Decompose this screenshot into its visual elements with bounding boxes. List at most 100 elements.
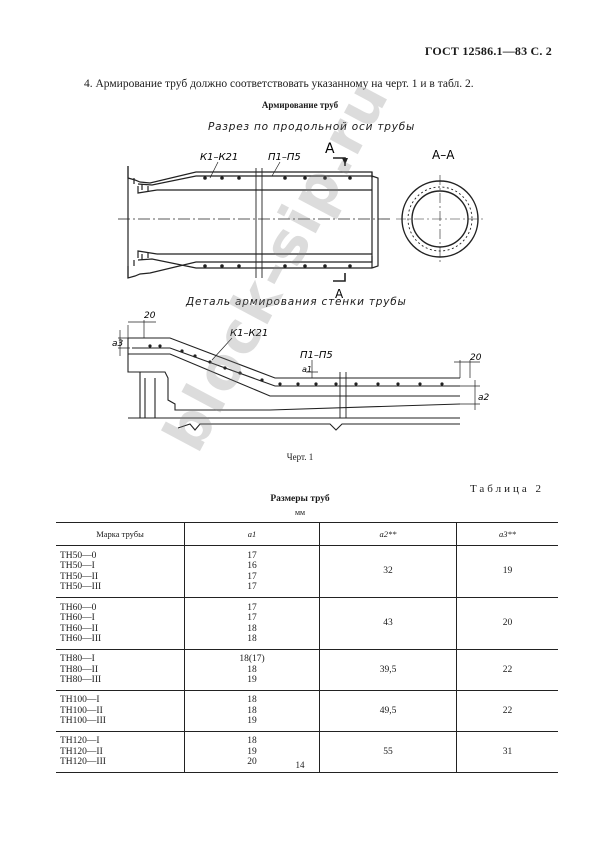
mark: ТН50—III [60, 582, 102, 592]
col-header-a2-text: a2** [379, 529, 397, 539]
table-title: Размеры труб [270, 494, 330, 504]
dim-a3: a3 [112, 339, 124, 349]
mark: ТН100—III [60, 716, 106, 727]
mark: ТН120—I [60, 736, 100, 747]
detail-caption: Деталь армирования стенки трубы [186, 296, 407, 308]
break-line [255, 168, 263, 278]
cell-a1: 18 19 20 [184, 731, 320, 773]
table-row: ТН50—0 ТН50—I ТН50—II ТН50—III 17 16 17 … [56, 545, 558, 598]
mark: ТН50—0 [60, 550, 97, 561]
mark: ТН60—I [60, 613, 95, 623]
a1-value: 17 [247, 571, 257, 582]
paragraph-4: 4. Армирование труб должно соответствова… [84, 78, 474, 90]
mark: ТН120—III [60, 757, 106, 768]
cross-section-view [396, 175, 484, 263]
figure-title: Армирование труб [261, 100, 339, 110]
dim-a2: a2 [478, 393, 490, 403]
detail-label-k1: К1–К21 [230, 328, 268, 339]
cut-label-bottom: А [335, 287, 344, 301]
detail-break-line [339, 372, 347, 418]
cell-marks: ТН100—I ТН100—II ТН100—III [56, 690, 185, 732]
dimension-lines [118, 320, 480, 410]
label-p1-p5: П1–П5 [268, 152, 301, 163]
cell-a3: 22 [456, 690, 558, 732]
table-row: ТН60—0 ТН60—I ТН60—II ТН60—III 17 17 18 … [56, 597, 558, 650]
cell-a1: 18 18 19 [184, 690, 320, 732]
a1-value: 18(17) [239, 654, 265, 665]
page-number: 14 [295, 760, 305, 770]
section-caption: Разрез по продольной оси трубы [208, 121, 416, 133]
a1-value: 16 [247, 561, 257, 571]
mark: ТН60—II [60, 623, 98, 634]
a1-value: 18 [247, 664, 257, 675]
mark: ТН80—II [60, 664, 98, 675]
cell-a1: 18(17) 18 19 [184, 649, 320, 691]
col-header-a1: a1 [184, 522, 320, 546]
dim-20-right: 20 [470, 353, 482, 363]
dim-20-left: 20 [144, 311, 156, 321]
label-k1-k21: К1–К21 [200, 152, 238, 163]
cell-a2: 55 [319, 731, 457, 773]
mark: ТН50—I [60, 561, 95, 571]
cell-marks: ТН80—I ТН80—II ТН80—III [56, 649, 185, 691]
standard-page-header: ГОСТ 12586.1—83 С. 2 [424, 44, 552, 58]
mark: ТН100—II [60, 705, 103, 716]
a1-value: 18 [247, 736, 257, 747]
a1-value: 20 [247, 757, 257, 768]
a1-value: 18 [247, 705, 257, 716]
a1-value: 19 [247, 746, 257, 757]
table-row: ТН120—I ТН120—II ТН120—III 18 19 20 55 3… [56, 731, 558, 773]
table-label: Таблица 2 [469, 483, 544, 495]
cell-a3: 22 [456, 649, 558, 691]
detail-label-p1: П1–П5 [300, 350, 333, 361]
cell-marks: ТН50—0 ТН50—I ТН50—II ТН50—III [56, 545, 185, 598]
col-header-a1-text: a1 [247, 529, 257, 539]
cell-a1: 17 16 17 17 [184, 545, 320, 598]
cell-a2: 43 [319, 597, 457, 650]
a1-value: 18 [247, 695, 257, 706]
mark: ТН50—II [60, 571, 98, 582]
cut-label-top: А [325, 141, 335, 157]
leader-k1 [209, 161, 219, 179]
a1-value: 17 [247, 582, 257, 592]
a1-value: 17 [247, 550, 257, 561]
mark: ТН100—I [60, 695, 100, 706]
a1-value: 17 [247, 613, 257, 623]
col-header-a3: a3** [456, 522, 558, 546]
cell-a3: 20 [456, 597, 558, 650]
a1-value: 19 [247, 675, 257, 686]
pipe-dimensions-table: Марка трубы a1 a2** a3** ТН50—0 ТН50—I Т… [56, 522, 558, 773]
a1-value: 19 [247, 716, 257, 727]
reinforcement-drawing: А А К1–К21 П1–П5 А–А 20 20 [112, 141, 490, 431]
cell-a2: 49,5 [319, 690, 457, 732]
cell-marks: ТН60—0 ТН60—I ТН60—II ТН60—III [56, 597, 185, 650]
mark: ТН80—I [60, 654, 95, 665]
section-view-label: А–А [432, 148, 455, 162]
cell-a2: 39,5 [319, 649, 457, 691]
a1-value: 17 [247, 602, 257, 613]
mark: ТН80—III [60, 675, 102, 686]
mark: ТН60—III [60, 634, 102, 644]
mark: ТН60—0 [60, 602, 97, 613]
a1-value: 18 [247, 634, 257, 644]
col-header-a2: a2** [319, 522, 457, 546]
a1-value: 18 [247, 623, 257, 634]
detail-leader-k1 [211, 337, 233, 361]
cell-a2: 32 [319, 545, 457, 598]
table-row: ТН100—I ТН100—II ТН100—III 18 18 19 49,5… [56, 690, 558, 732]
dim-a1: a1 [302, 365, 312, 374]
col-header-mark: Марка трубы [56, 522, 185, 546]
rebar-dots-section [203, 176, 352, 268]
section-cut-marks [333, 157, 348, 282]
col-header-a3-text: a3** [499, 529, 516, 539]
table-row: ТН80—I ТН80—II ТН80—III 18(17) 18 19 39,… [56, 649, 558, 691]
table-unit: мм [294, 508, 306, 517]
figure-caption: Черт. 1 [286, 452, 314, 462]
cell-a3: 31 [456, 731, 558, 773]
pipe-longitudinal-section [127, 166, 379, 279]
mark: ТН120—II [60, 746, 103, 757]
leader-p1 [271, 161, 281, 177]
table-header-row: Марка трубы a1 a2** a3** [56, 522, 558, 546]
rebar-dots-detail [148, 344, 444, 386]
wall-detail-drawing [127, 337, 461, 431]
